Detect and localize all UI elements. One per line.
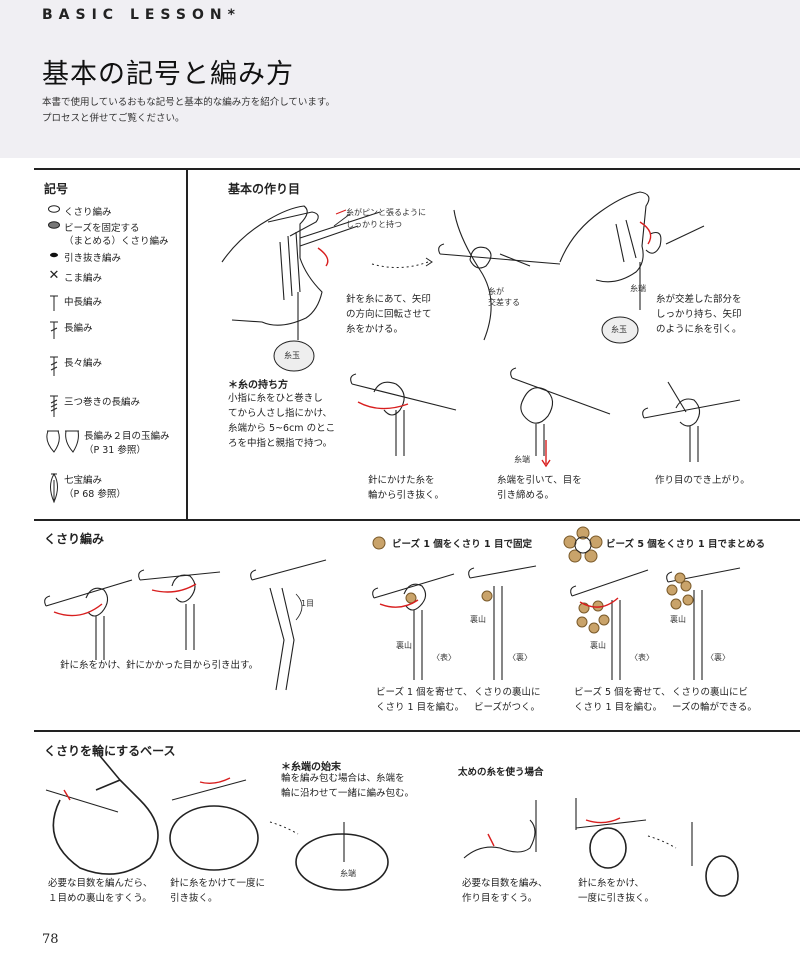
symbol-treble: 長々編み [44, 355, 102, 380]
bead1-title: ビーズ 1 個をくさり 1 目で固定 [392, 539, 532, 550]
bead1-caption-1: ビーズ 1 個を寄せて、 くさり 1 目を編む。 [376, 687, 473, 713]
symbol-bobble-ref: （P 31 参照） [84, 445, 146, 456]
chain-stitch-oval-icon [44, 204, 64, 217]
lower-rule [34, 730, 800, 732]
yarn-ball-illustration [273, 340, 315, 372]
bead-fixed-oval-icon [44, 220, 64, 233]
page-number: 78 [42, 932, 59, 947]
finished-foundation-illustration [642, 381, 741, 462]
symbol-bead-chain: ビーズを固定する [44, 220, 140, 234]
bead5-front-label: 〈表〉 [630, 653, 654, 662]
single-crochet-x-icon: ✕ [48, 268, 60, 283]
ring-tail-label: 糸端 [340, 869, 356, 878]
double-crochet-icon [44, 320, 64, 343]
foundation-step2-caption: 糸が交差した部分を しっかり持ち、矢印 のように糸を引く。 [656, 294, 742, 335]
symbols-divider [186, 169, 188, 519]
bead-icon [372, 536, 386, 550]
tighten-illustration [510, 367, 611, 456]
intro-line-2: プロセスと併せてご覧ください。 [42, 113, 185, 124]
foundation-step1-caption: 針を糸にあて、矢印 の方向に回転させて 糸をかける。 [346, 294, 432, 335]
symbol-solomon-ref: （P 68 参照） [64, 489, 126, 500]
page-title: 基本の記号と編み方 [42, 59, 294, 90]
ring-illustrations [45, 755, 739, 897]
symbol-single: ✕ こま編み [44, 268, 102, 284]
pull-arrow-a [335, 209, 347, 215]
bead1-back-mountain-2: 裏山 [470, 615, 486, 624]
symbol-bobble: 長編み２目の玉編み [44, 428, 170, 457]
one-stitch-label: 1目 [301, 599, 315, 608]
foundation-title: 基本の作り目 [228, 182, 301, 196]
bead1-front-label: 〈表〉 [432, 653, 456, 662]
bead5-caption-2: くさりの裏山にビ ーズの輪ができる。 [672, 687, 757, 713]
foundation-step5-caption: 作り目のでき上がり。 [655, 475, 750, 486]
symbol-bead-chain-2: （まとめる）くさり編み [64, 236, 169, 247]
ring-caption-4: 針に糸をかけ、 一度に引き抜く。 [578, 878, 655, 904]
hand-holding-yarn-illustration [221, 205, 381, 340]
symbol-chain: くさり編み [44, 204, 112, 218]
hold-title: ＊糸の持ち方 [228, 380, 288, 391]
hand-hold-cross-illustration [559, 191, 705, 310]
bead5-back-mountain-2: 裏山 [670, 615, 686, 624]
ring-caption-1: 必要な目数を編んだら、 １目めの裏山をすくう。 [48, 878, 153, 904]
twist-arrow-1 [317, 247, 329, 267]
triple-treble-crochet-icon [44, 394, 64, 421]
mid-rule [34, 519, 800, 521]
bead1-caption-2: くさりの裏山に ビーズがつく。 [474, 687, 541, 713]
solomon-knot-icon [44, 472, 64, 507]
symbol-solomon: 七宝編み [44, 472, 102, 507]
bead1-back-mountain-1: 裏山 [396, 641, 412, 650]
symbol-double: 長編み [44, 320, 93, 343]
symbols-heading: 記号 [44, 182, 69, 196]
top-rule [34, 168, 800, 170]
chain-title: くさり編み [44, 532, 105, 546]
symbol-slip: 引き抜き編み [44, 250, 121, 264]
pull-through-illustration [350, 373, 457, 456]
chain-caption: 針に糸をかけ、針にかかった目から引き出す。 [60, 660, 259, 671]
tail-label-2: 糸端 [514, 455, 530, 464]
half-double-crochet-t-icon [44, 294, 64, 315]
ring-caption-3: 必要な目数を編み、 作り目をすくう。 [462, 878, 548, 904]
chain-step-illustrations [44, 559, 327, 691]
bead-ring-icon [563, 526, 603, 563]
intro-line-1: 本書で使用しているおもな記号と基本的な編み方を紹介しています。 [42, 97, 335, 108]
tail-label: 糸端 [630, 284, 646, 293]
bead5-caption-1: ビーズ 5 個を寄せて、 くさり 1 目を編む。 [574, 687, 671, 713]
treble-crochet-icon [44, 355, 64, 380]
bead-cluster-back [666, 572, 694, 610]
bead-five-illustrations [570, 567, 741, 680]
kicker: BASIC LESSON* [42, 7, 241, 23]
hook-loop-illustration [438, 209, 561, 341]
thick-yarn-title: 太めの糸を使う場合 [458, 767, 544, 778]
symbol-half-double: 中長編み [44, 294, 102, 315]
bead-cluster-front [576, 600, 610, 634]
bead5-title: ビーズ 5 個をくさり 1 目でまとめる [606, 539, 765, 550]
foundation-step3-caption: 針にかけた糸を 輪から引き抜く。 [368, 475, 445, 501]
yarn-ball-label: 糸玉 [284, 351, 300, 360]
slip-stitch-dot-icon [44, 250, 64, 263]
yarn-ball-label-2: 糸玉 [611, 325, 627, 334]
yarn-end-text: 輪を編み包む場合は、糸端を 輪に沿わせて一緒に編み包む。 [281, 773, 415, 799]
header-band [0, 0, 800, 158]
yarn-end-title: ＊糸端の始末 [281, 762, 341, 773]
hold-text: 小指に糸をひと巻きし てから人さし指にかけ、 糸端から 5~6cm のとこ ろを… [228, 393, 336, 449]
ring-title: くさりを輪にするベース [44, 744, 176, 758]
double-crochet-2-bobble-icon [44, 428, 84, 457]
symbol-triple: 三つ巻きの長編み [44, 394, 140, 421]
bead5-back-label: 〈裏〉 [706, 653, 730, 662]
ring-caption-2: 針に糸をかけて一度に 引き抜く。 [170, 878, 266, 904]
callout-taut: 糸がピンと張るように しっかりと持つ [346, 208, 426, 229]
yarn-ball-illustration-2 [601, 316, 639, 344]
foundation-step4-caption: 糸端を引いて、目を 引き締める。 [497, 475, 582, 501]
bead-one-illustrations [372, 565, 537, 680]
bead5-back-mountain-1: 裏山 [590, 641, 606, 650]
bead1-back-label: 〈裏〉 [508, 653, 532, 662]
cross-label: 糸が 交差する [488, 287, 520, 307]
